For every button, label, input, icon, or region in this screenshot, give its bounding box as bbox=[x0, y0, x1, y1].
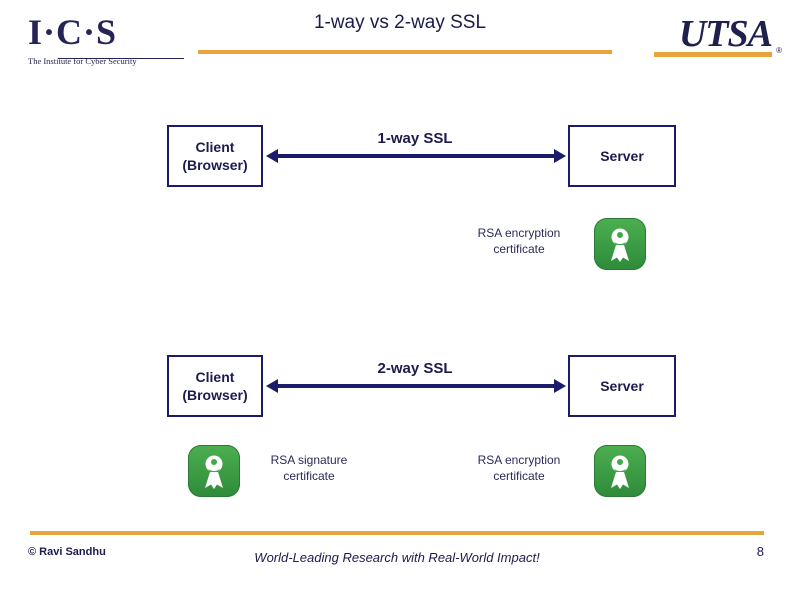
server-box-row2-label: Server bbox=[600, 378, 644, 394]
double-arrow-row1 bbox=[266, 149, 566, 163]
client-cert-caption-row2-line1: RSA signature bbox=[270, 453, 348, 467]
footer-tagline: World-Leading Research with Real-World I… bbox=[254, 550, 540, 565]
client-box-row2-line2: (Browser) bbox=[182, 387, 248, 403]
footer-page-number: 8 bbox=[756, 544, 764, 559]
ics-logo-divider bbox=[58, 58, 184, 59]
ics-logo: I·C·S The Institute for Cyber Security bbox=[28, 12, 184, 74]
certificate-icon bbox=[188, 445, 240, 497]
certificate-icon bbox=[594, 218, 646, 270]
title-underline bbox=[198, 50, 612, 54]
certificate-icon bbox=[594, 445, 646, 497]
server-cert-caption-row1-line1: RSA encryption bbox=[477, 226, 561, 240]
server-box-row1-label: Server bbox=[600, 148, 644, 164]
utsa-registered-mark: ® bbox=[776, 46, 782, 55]
client-box-row1-line2: (Browser) bbox=[182, 157, 248, 173]
server-cert-caption-row1: RSA encryption certificate bbox=[448, 225, 590, 257]
utsa-logo-text: UTSA bbox=[678, 13, 773, 55]
arrow-label-row2: 2-way SSL bbox=[377, 360, 453, 377]
client-box-row2: Client (Browser) bbox=[167, 355, 263, 417]
server-cert-caption-row2-line2: certificate bbox=[493, 469, 545, 483]
arrow-label-row1: 1-way SSL bbox=[377, 130, 453, 147]
double-arrow-row2 bbox=[266, 379, 566, 393]
page-title: 1-way vs 2-way SSL bbox=[313, 12, 487, 33]
utsa-logo-bar bbox=[654, 52, 772, 57]
ics-logo-main-text: I·C·S bbox=[28, 12, 118, 52]
arrow-head-left-icon bbox=[266, 149, 278, 163]
ics-logo-sub-text: The Institute for Cyber Security bbox=[28, 56, 137, 66]
utsa-logo: UTSA ® bbox=[654, 13, 782, 57]
client-box-row1: Client (Browser) bbox=[167, 125, 263, 187]
server-cert-caption-row1-line2: certificate bbox=[493, 242, 545, 256]
client-cert-caption-row2-line2: certificate bbox=[283, 469, 335, 483]
client-cert-caption-row2: RSA signature certificate bbox=[238, 452, 380, 484]
arrow-head-left-icon bbox=[266, 379, 278, 393]
arrow-head-right-icon bbox=[554, 379, 566, 393]
server-box-row1: Server bbox=[568, 125, 676, 187]
client-box-row1-line1: Client bbox=[195, 139, 235, 155]
server-cert-caption-row2-line1: RSA encryption bbox=[477, 453, 561, 467]
server-cert-caption-row2: RSA encryption certificate bbox=[448, 452, 590, 484]
server-box-row2: Server bbox=[568, 355, 676, 417]
client-box-row2-line1: Client bbox=[195, 369, 235, 385]
footer-divider bbox=[30, 531, 764, 535]
arrow-head-right-icon bbox=[554, 149, 566, 163]
footer-copyright: © Ravi Sandhu bbox=[28, 546, 106, 558]
